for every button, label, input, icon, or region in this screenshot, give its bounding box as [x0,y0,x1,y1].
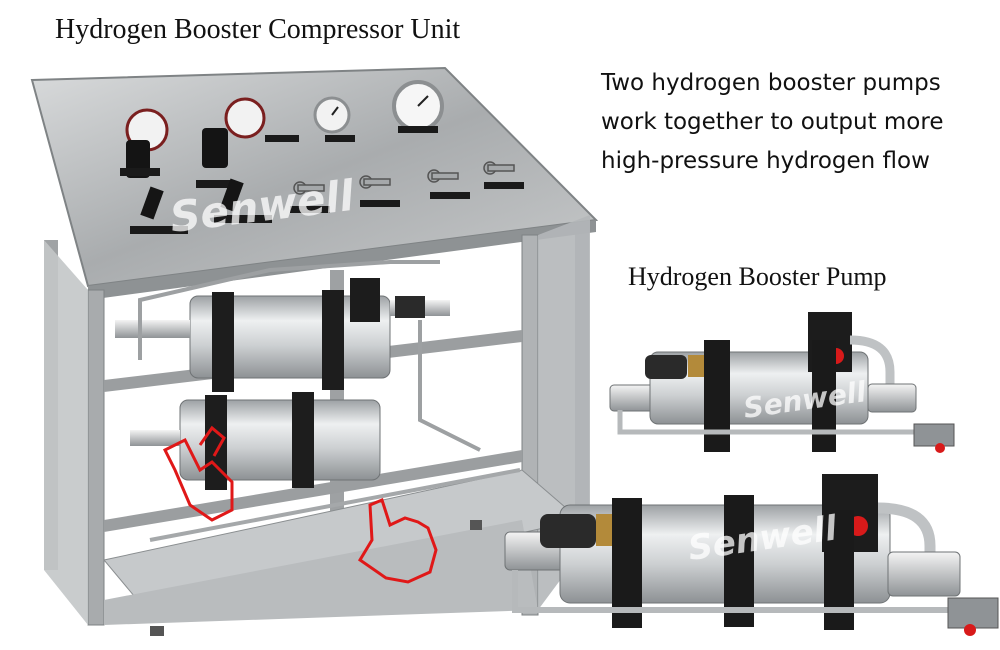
description-line: high-pressure hydrogen flow [601,148,930,174]
hand-pointer-icon [162,425,234,522]
description-text: Two hydrogen booster pumps work together… [601,64,943,181]
booster-pump-image-top: Senwell [609,312,955,453]
pump-title: Hydrogen Booster Pump [628,262,887,291]
description-line: work together to output more [601,109,944,135]
booster-pump-image-bottom: Senwell [504,474,999,636]
compressor-unit-image: Senwell [30,66,599,636]
unit-title: Hydrogen Booster Compressor Unit [55,14,461,45]
hand-pointer-icon [357,497,438,584]
description-line: Two hydrogen booster pumps [601,70,941,96]
